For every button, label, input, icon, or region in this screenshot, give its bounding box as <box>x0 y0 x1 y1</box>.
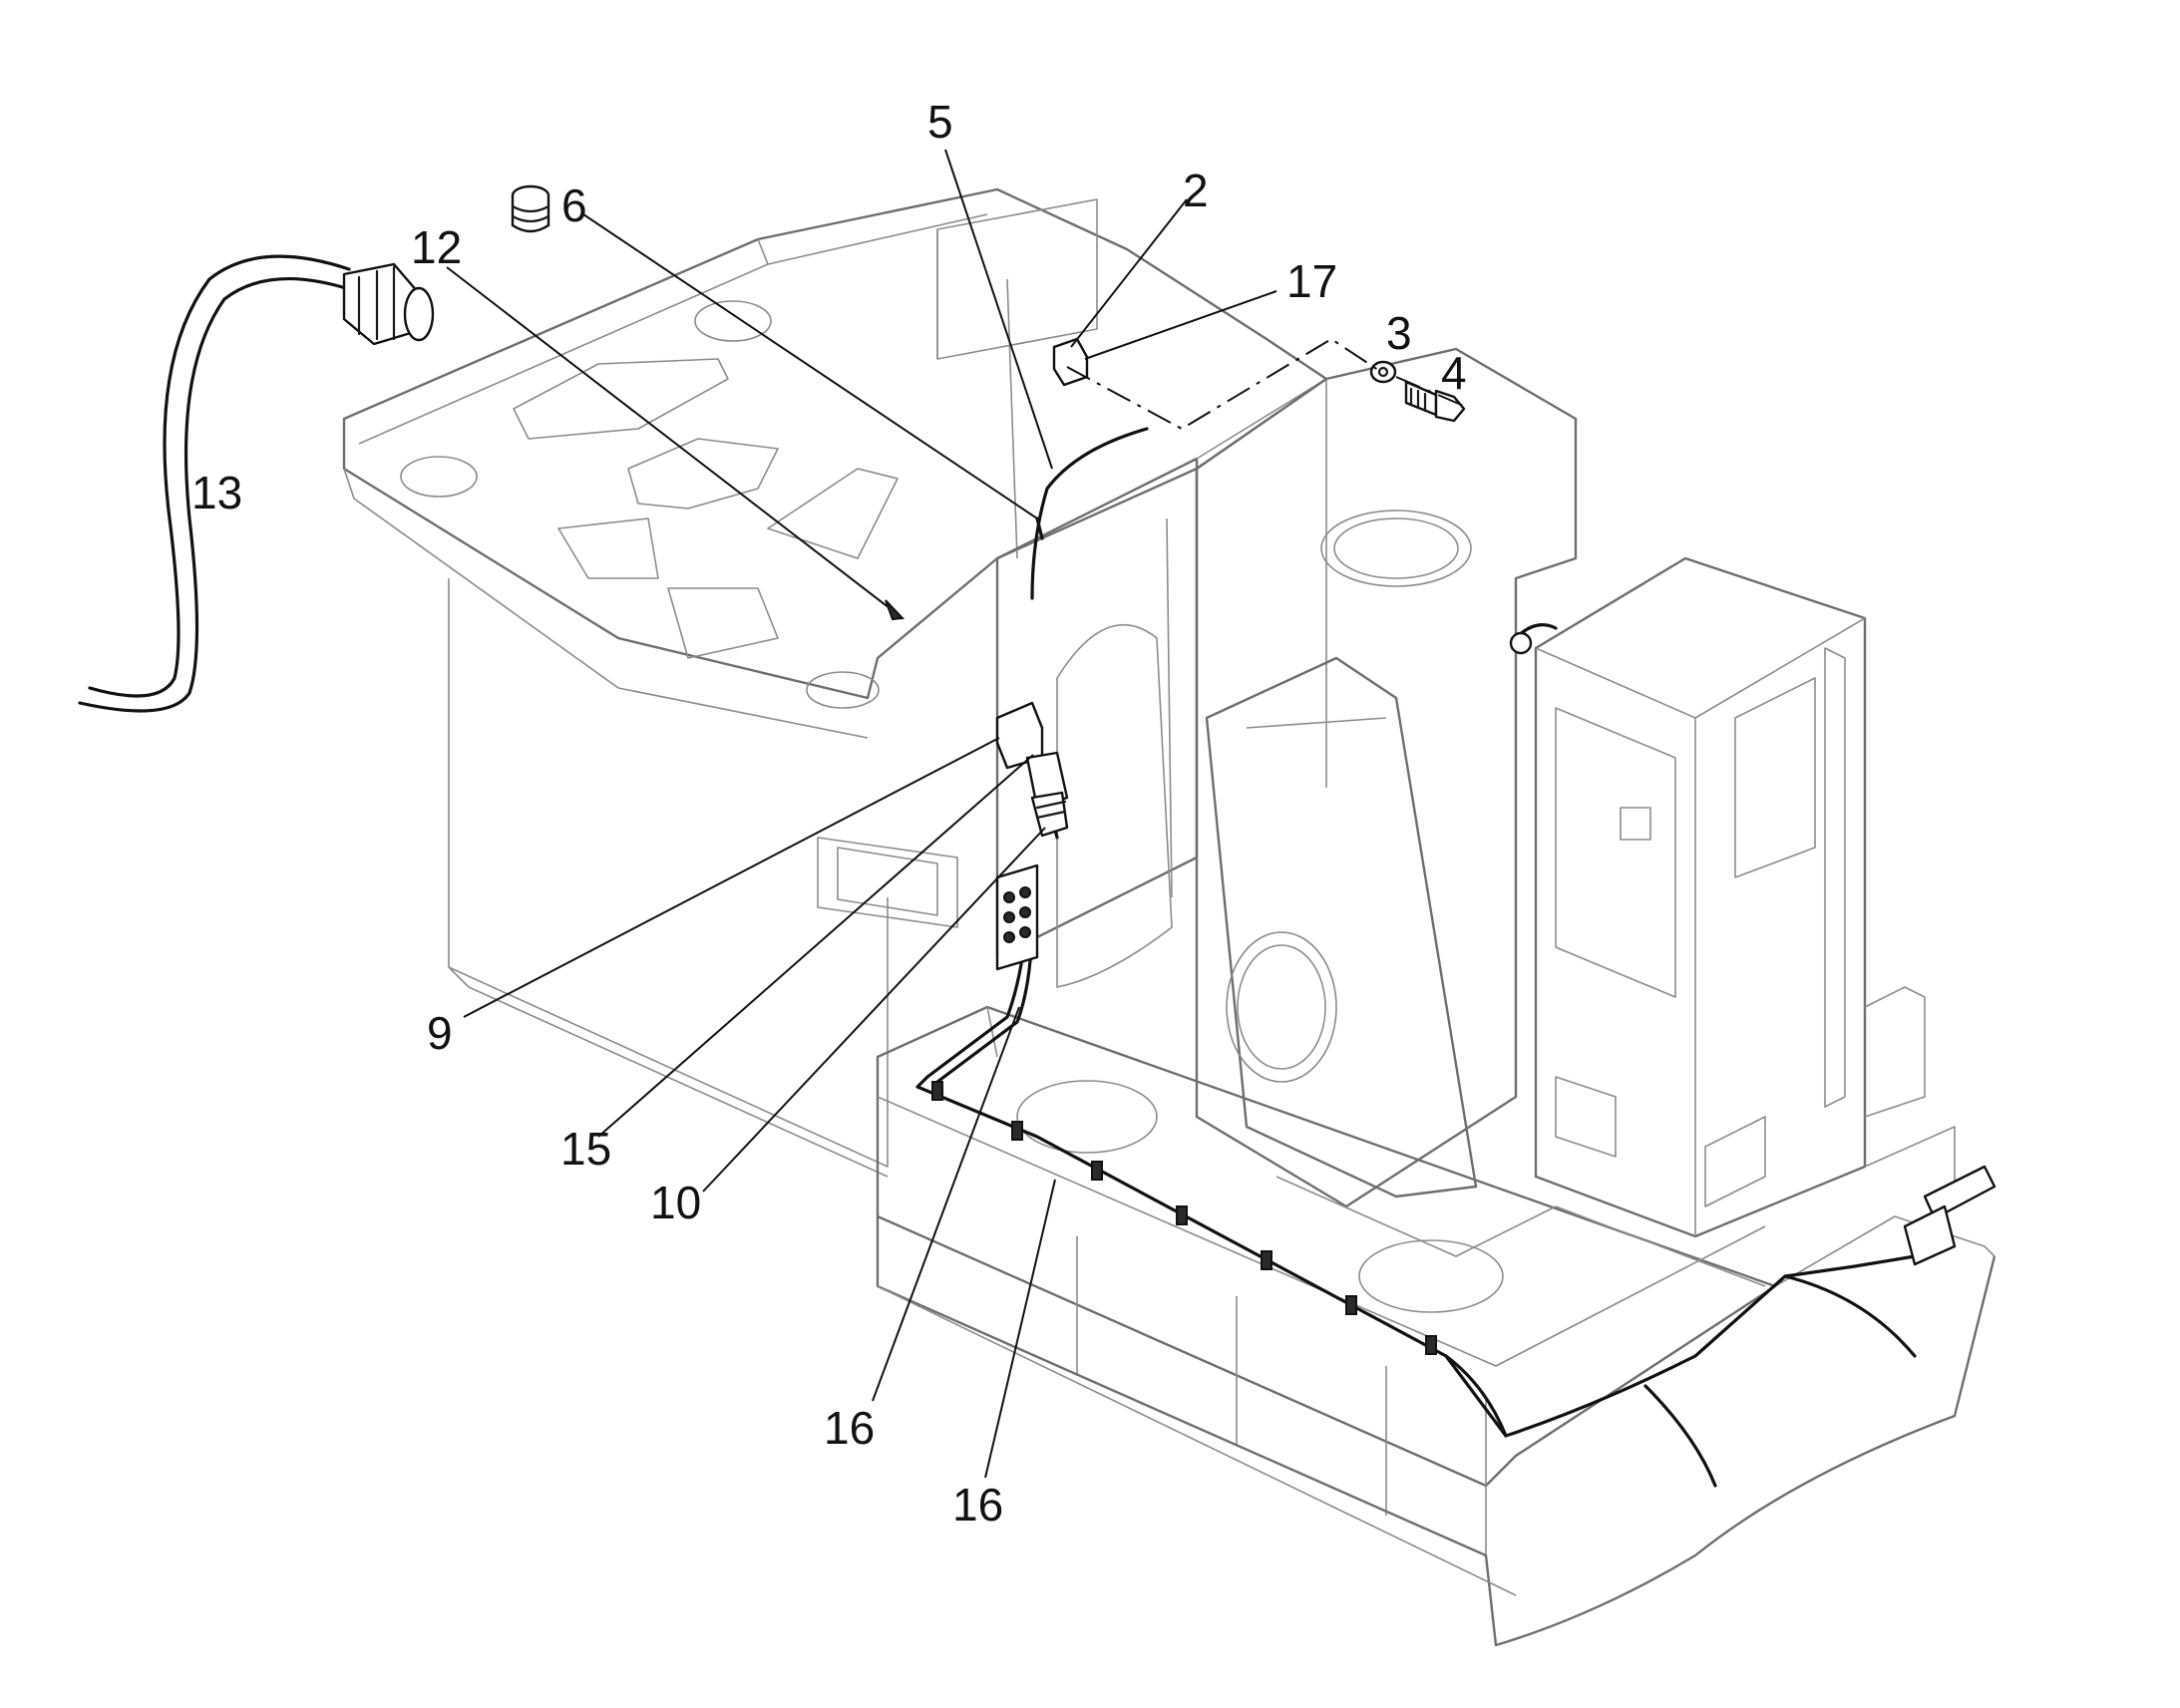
lower-front-frame <box>876 1005 1777 1488</box>
electrical-cabinet <box>1534 556 1867 1238</box>
hose-13-outer <box>88 254 351 698</box>
cabinet-sensor <box>1509 631 1533 655</box>
upper-deck-outline <box>342 187 1328 700</box>
assembly-centerline <box>1066 337 1467 431</box>
hex-bolt-icon <box>1404 380 1466 423</box>
right-tank-block <box>1195 347 1578 1208</box>
hex-nut-icon <box>511 184 550 233</box>
callout-2: 2 <box>1183 165 1209 216</box>
callout-13: 13 <box>191 467 242 518</box>
callout-3: 3 <box>1386 307 1412 359</box>
junction-box <box>995 863 1039 971</box>
callout-5: 5 <box>927 96 953 148</box>
washer-icon <box>1369 360 1397 384</box>
terminal-block <box>1903 1165 1997 1266</box>
callout-17: 17 <box>1286 255 1337 307</box>
callout-4: 4 <box>1441 347 1467 399</box>
callout-16: 16 <box>952 1479 1003 1531</box>
callout-10: 10 <box>650 1177 701 1228</box>
callout-15: 16 <box>824 1402 875 1454</box>
hose-13-inner <box>78 276 351 713</box>
bracket-17 <box>1052 337 1089 387</box>
callout-labels: 5 6 2 17 3 4 12 13 9 15 10 16 16 <box>191 96 1467 1531</box>
callout-9: 9 <box>427 1007 453 1059</box>
cable-gland-icon <box>342 262 435 346</box>
callout-12: 12 <box>411 221 462 273</box>
parts <box>342 184 1997 1266</box>
diagonal-duct <box>1205 656 1478 1198</box>
callout-11: 15 <box>560 1123 611 1175</box>
leader-lines <box>446 149 1277 1479</box>
left-tank-body <box>448 578 889 1168</box>
harness-clamps <box>931 1081 1437 1355</box>
callout-6: 6 <box>561 179 587 231</box>
bottom-skid <box>876 1216 1997 1647</box>
connector-assembly <box>995 701 1069 838</box>
machine-frame <box>342 187 1997 1647</box>
